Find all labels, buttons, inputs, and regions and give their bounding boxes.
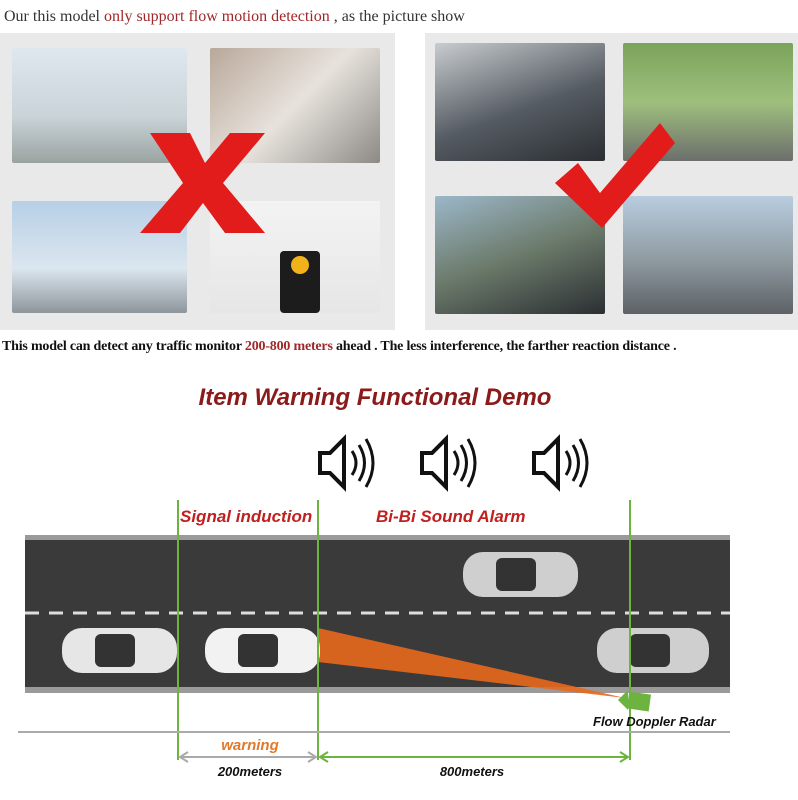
supported-radar-panel (425, 33, 798, 330)
speaker-icon (420, 434, 477, 492)
car (205, 628, 320, 673)
warning-label: warning (221, 737, 279, 754)
range-text: This model can detect any traffic monito… (2, 339, 677, 355)
radar-label: Flow Doppler Radar (593, 714, 717, 729)
range-highlight: 200-800 meters (244, 339, 333, 354)
intro-text: Our this model only support flow motion … (4, 8, 465, 26)
red-check-icon (555, 123, 675, 228)
car (463, 552, 578, 597)
range-suffix: ahead . The less interference, the farth… (332, 339, 677, 354)
signal-induction-label: Signal induction (180, 507, 312, 526)
distance-markers (177, 500, 631, 760)
photo-officer-handheld (435, 196, 605, 314)
radar-beam (318, 628, 625, 698)
doppler-radar-icon (618, 690, 652, 712)
arrow-200m (178, 751, 318, 763)
intro-highlight: only support flow motion detection (104, 8, 330, 25)
red-x-icon (140, 133, 265, 233)
car (597, 628, 709, 673)
car (62, 628, 177, 673)
sound-alarm-label: Bi-Bi Sound Alarm (376, 507, 526, 526)
photo-police-radar-gun (435, 43, 605, 161)
range-prefix: This model can detect any traffic monito… (2, 339, 245, 354)
arrow-800m (318, 751, 630, 763)
distance-200m-label: 200meters (217, 764, 282, 779)
intro-prefix: Our this model (4, 8, 104, 25)
intro-suffix: , as the picture show (329, 8, 465, 25)
speaker-icon (532, 434, 589, 492)
photo-roadside-officer (623, 196, 793, 314)
speaker-icon (318, 434, 375, 492)
warning-demo-diagram: Item Warning Functional Demo Signal indu… (18, 384, 730, 779)
distance-800m-label: 800meters (440, 764, 504, 779)
unsupported-cameras-panel (0, 33, 395, 330)
diagram-title: Item Warning Functional Demo (199, 384, 552, 411)
